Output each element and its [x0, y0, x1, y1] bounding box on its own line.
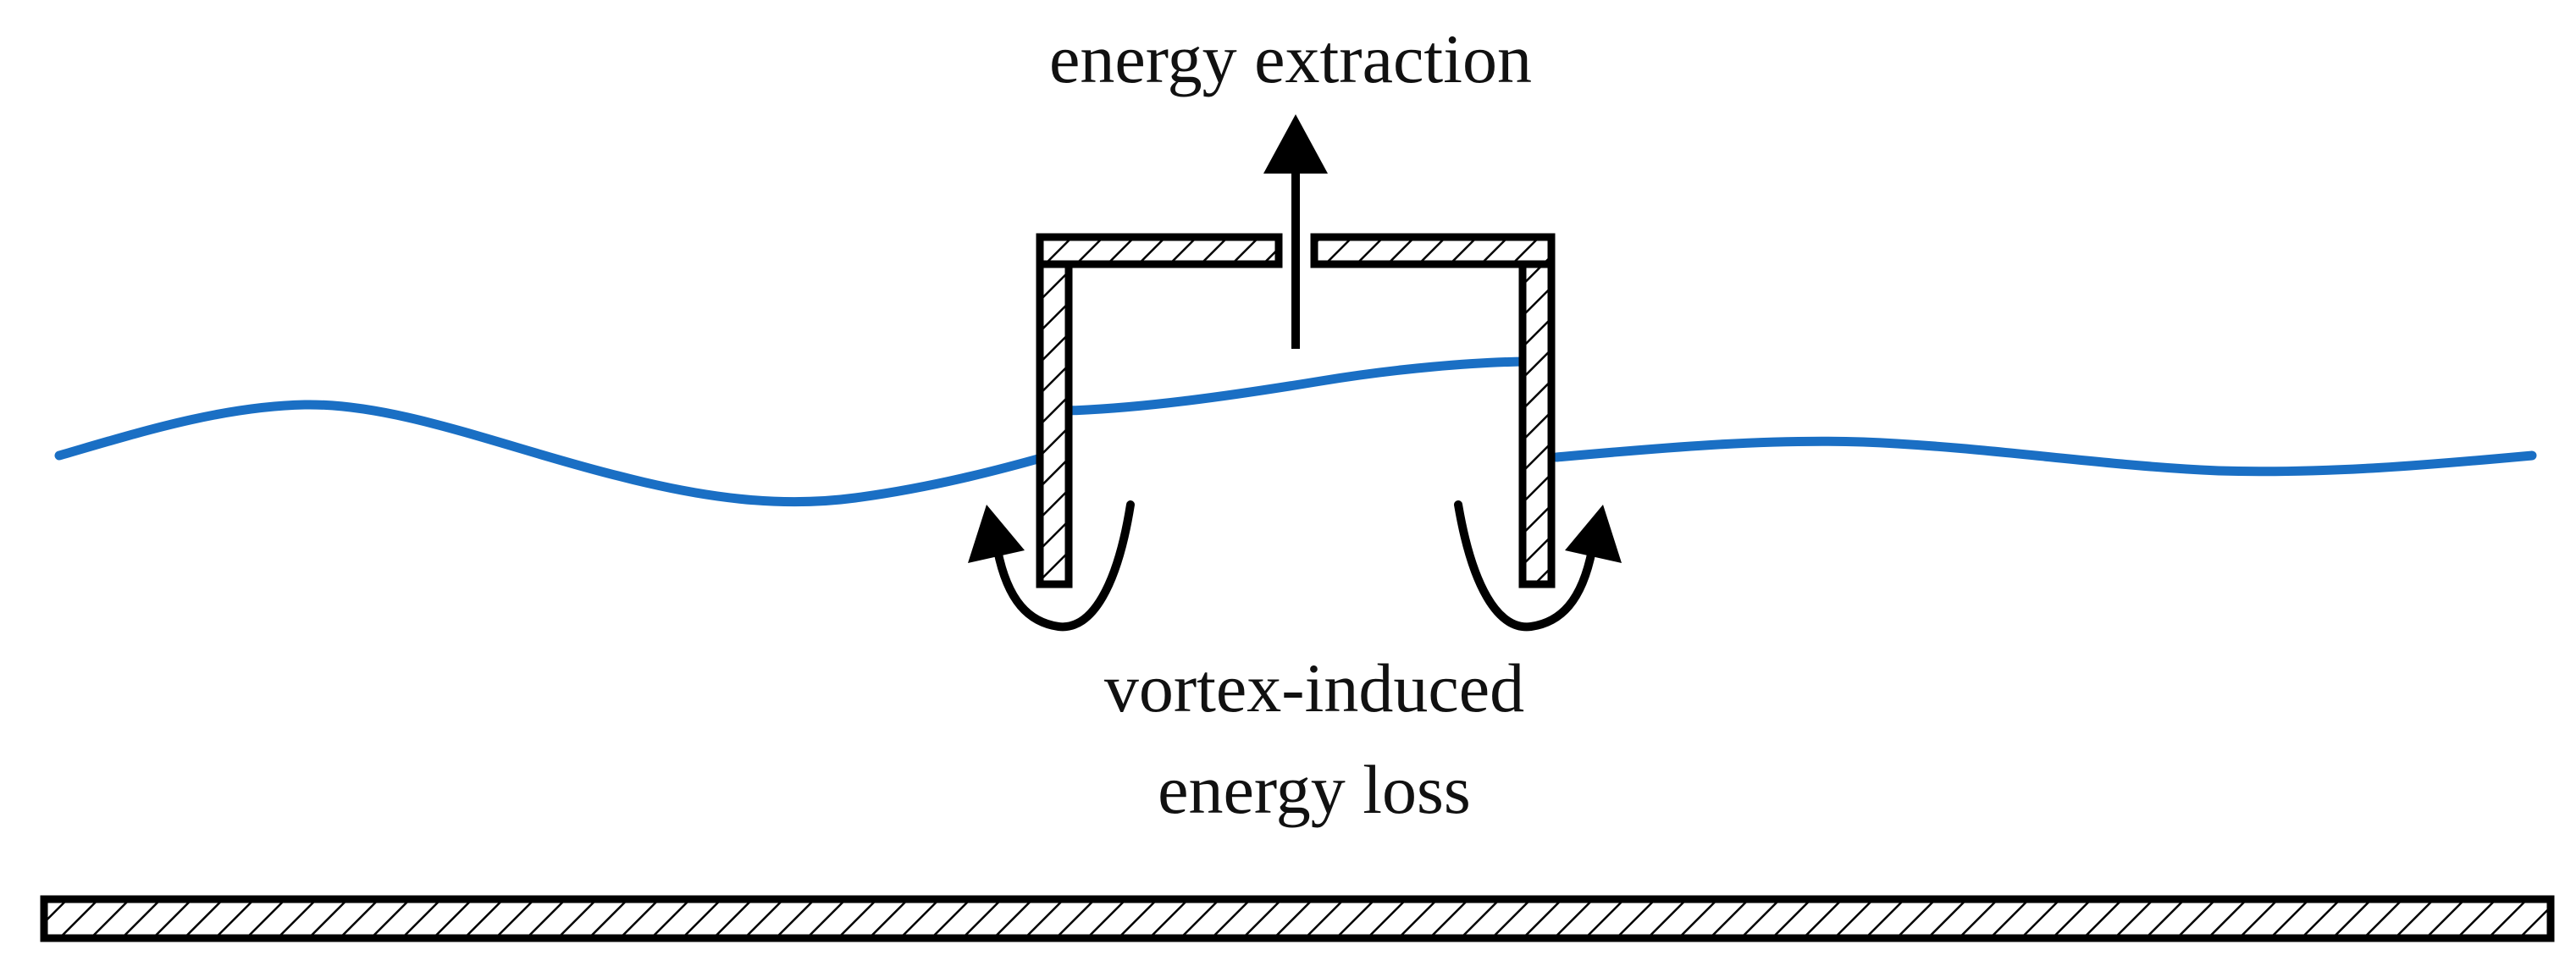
left-vortex-arrow	[968, 500, 1135, 632]
energy-extraction-arrow	[1263, 114, 1328, 349]
owc-chamber	[1036, 233, 1556, 588]
right-vortex-arrow	[1454, 500, 1622, 632]
chamber-roof-right	[1310, 233, 1556, 268]
vortex-label-line2: energy loss	[1158, 751, 1471, 828]
energy-extraction-label: energy extraction	[1049, 20, 1532, 97]
water-surface-wave-right	[1551, 436, 2537, 477]
chamber-wall-left	[1036, 260, 1073, 588]
vortex-label-line1: vortex-induced	[1104, 649, 1524, 726]
seabed	[40, 895, 2555, 942]
water-surface-wave	[54, 400, 1055, 507]
chamber-roof-left	[1036, 233, 1283, 268]
chamber-wall-right	[1518, 260, 1556, 588]
water-surface-inside-chamber	[1064, 356, 1529, 416]
